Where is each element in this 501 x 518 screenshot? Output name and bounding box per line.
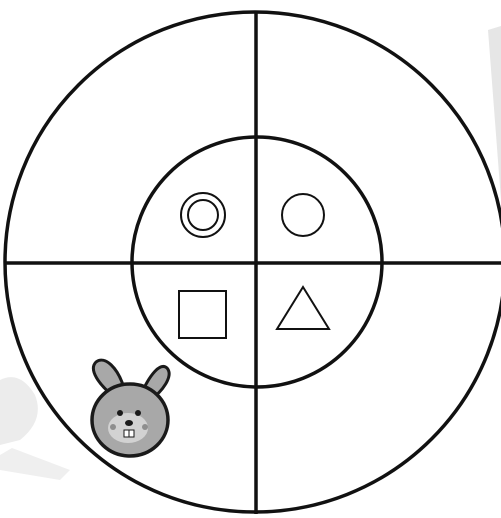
rabbit-nose — [125, 420, 133, 426]
circle-shape — [282, 194, 324, 236]
double-circle-inner — [188, 200, 218, 230]
square-shape — [179, 291, 226, 338]
watermark — [0, 26, 501, 480]
rabbit-tooth-left — [124, 430, 129, 437]
triangle-shape — [277, 287, 329, 329]
double-circle-shape — [181, 193, 225, 237]
watermark-stroke-left-lower — [0, 448, 70, 480]
rabbit-left-eye — [117, 410, 123, 416]
rabbit-icon[interactable] — [92, 360, 169, 456]
rabbit-right-eye — [135, 410, 141, 416]
rabbit-right-cheek — [142, 424, 148, 430]
rabbit-left-cheek — [110, 424, 116, 430]
watermark-stroke-left — [0, 377, 38, 445]
rabbit-tooth-right — [129, 430, 134, 437]
